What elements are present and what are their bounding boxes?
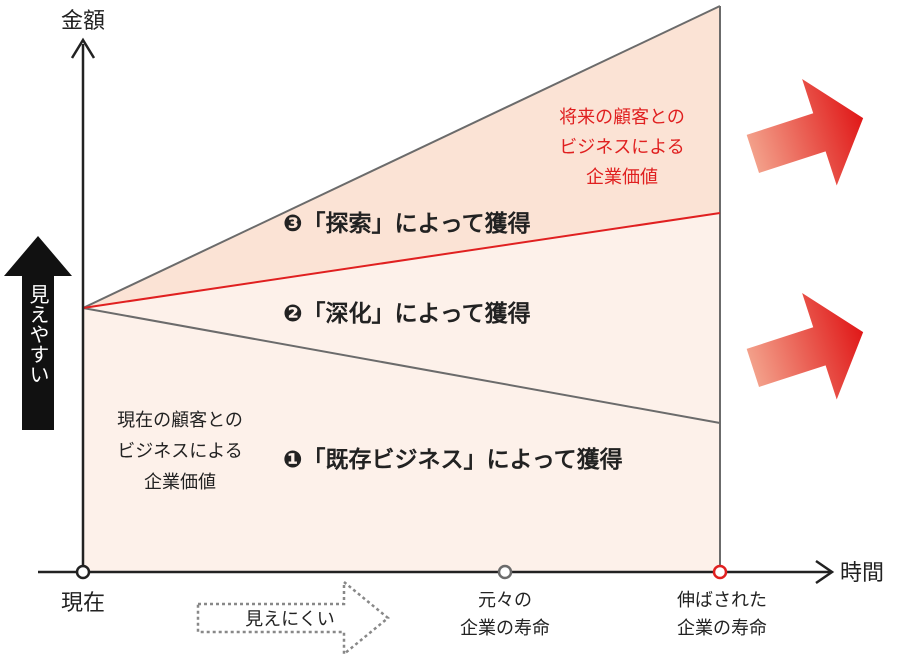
original-lifespan-label-line1: 元々の (478, 590, 532, 611)
lower-boundary-line (82, 307, 721, 424)
y-axis-arrowhead-icon (70, 37, 96, 59)
middle-value-region (83, 213, 720, 423)
original-lifespan-label-line2: 企業の寿命 (460, 618, 550, 639)
x-axis-label: 時間 (840, 561, 884, 586)
extended-lifespan-label-line1: 伸ばされた (677, 590, 767, 611)
future-value-line3: 企業価値 (586, 167, 658, 188)
invisible-label: 見えにくい (245, 609, 335, 630)
invisible-dotted-arrow-icon (196, 579, 390, 657)
current-value-line1: 現在の顧客との (117, 410, 243, 431)
current-value-line3: 企業価値 (144, 472, 216, 493)
extended-lifespan-marker (712, 564, 728, 580)
visible-label: 見えやすい (26, 284, 50, 384)
future-value-line1: 将来の顧客との (559, 107, 685, 128)
extended-lifespan-label-line2: 企業の寿命 (677, 618, 767, 639)
y-axis-label: 金額 (61, 9, 105, 34)
current-value-line2: ビジネスによる (117, 441, 242, 462)
future-value-line2: ビジネスによる (559, 137, 684, 158)
origin-label: 現在 (61, 591, 105, 616)
lower-value-region (83, 308, 720, 572)
existing-business-acquisition-label: ❶「既存ビジネス」によって獲得 (283, 446, 623, 473)
growth-arrow-upper-icon (746, 79, 864, 186)
visible-up-arrow-icon (4, 236, 72, 430)
deepen-acquisition-label: ❷「深化」によって獲得 (283, 300, 531, 327)
x-axis-arrowhead-icon (815, 559, 835, 585)
growth-arrow-lower-icon (746, 293, 864, 400)
explore-deepen-divider (82, 212, 721, 309)
upper-boundary-line (82, 5, 721, 309)
origin-marker (75, 564, 91, 580)
original-lifespan-marker (497, 564, 513, 580)
explore-acquisition-label: ❸「探索」によって獲得 (283, 210, 531, 237)
